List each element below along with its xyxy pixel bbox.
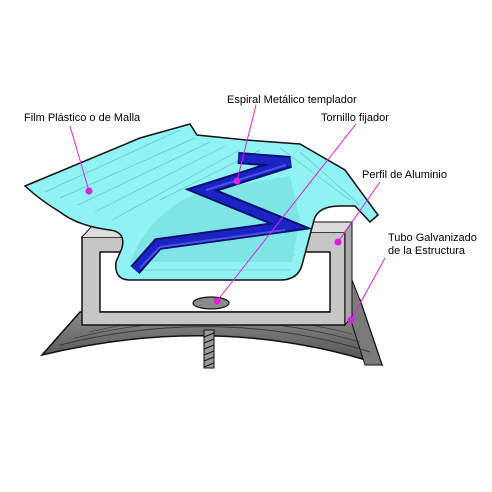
leader-tubo <box>350 257 386 321</box>
fixing-screw <box>203 329 215 369</box>
leader-perfil <box>337 181 381 243</box>
label-espiral: Espiral Metálico templador <box>227 94 357 106</box>
leader-espiral-dot <box>233 177 241 185</box>
leader-tubo-dot <box>347 316 355 324</box>
plastic-film <box>23 123 380 281</box>
leader-lines <box>69 104 386 324</box>
label-tubo-line2: de la Estructura <box>388 245 466 257</box>
leader-tornillo <box>216 123 357 302</box>
leader-film-dot <box>85 187 93 195</box>
leader-espiral <box>236 104 257 182</box>
leader-tornillo-dot <box>213 297 221 305</box>
label-film: Film Plástico o de Malla <box>24 112 141 124</box>
label-tornillo: Tornillo fijador <box>321 112 389 124</box>
label-perfil: Perfil de Aluminio <box>362 169 447 181</box>
leader-perfil-dot <box>334 238 342 246</box>
leader-film <box>69 125 90 192</box>
metal-spiral <box>130 152 313 274</box>
label-tubo-line1: Tubo Galvanizado <box>388 232 477 244</box>
